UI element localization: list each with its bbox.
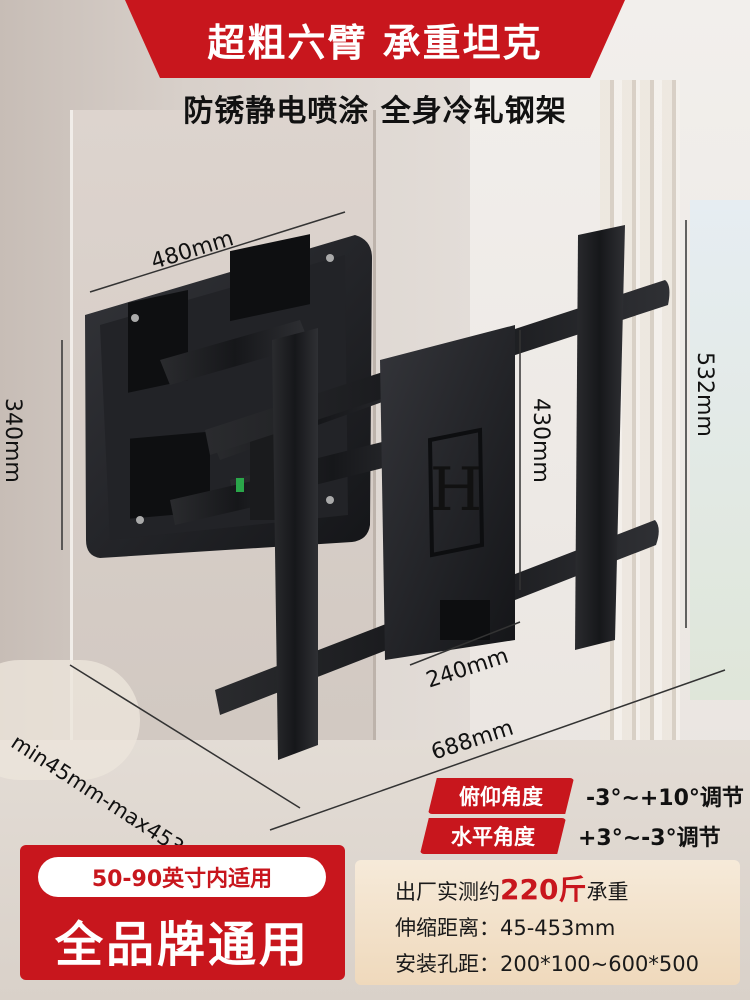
spec-holes: 安装孔距：200*100~600*500 [395,952,699,976]
vertical-rails [272,225,625,760]
tilt-angle-row: 俯仰角度 -3°~+10°调节 [428,778,744,814]
dimension-lines [61,211,726,831]
center-mount-plate [380,325,515,660]
window [690,200,750,700]
swivel-angle-value: +3°~-3°调节 [578,826,721,851]
dim-rail-height: 430mm [528,398,553,483]
swivel-angle-row: 水平角度 +3°~-3°调节 [420,818,721,854]
dim-wall-plate-height: 340mm [0,398,25,483]
tilt-angle-value: -3°~+10°调节 [586,786,744,811]
spec-load-prefix: 出厂实测约 [395,880,500,904]
curtain [640,80,680,840]
subtitle: 防锈静电喷涂 全身冷轧钢架 [183,94,567,129]
spec-extension: 伸缩距离：45-453mm [395,916,616,940]
promo-box: 50-90英寸内适用 全品牌通用 [20,845,345,980]
specs-box: 出厂实测约220斤承重 伸缩距离：45-453mm 安装孔距：200*100~6… [355,860,740,985]
spec-load-suffix: 承重 [586,880,629,904]
banner-title: 超粗六臂 承重坦克 [207,20,543,65]
tilt-angle-label: 俯仰角度 [428,778,574,814]
sofa [0,660,140,780]
spec-load-value: 220斤 [500,873,587,906]
dim-mount-height: 532mm [692,352,717,437]
size-range-pill: 50-90英寸内适用 [38,857,326,897]
emblem-letter: H [430,455,482,525]
spec-load: 出厂实测约220斤承重 [395,868,628,908]
swivel-angle-label: 水平角度 [420,818,566,854]
top-banner: 超粗六臂 承重坦克 [125,0,625,78]
universal-text: 全品牌通用 [54,917,310,973]
